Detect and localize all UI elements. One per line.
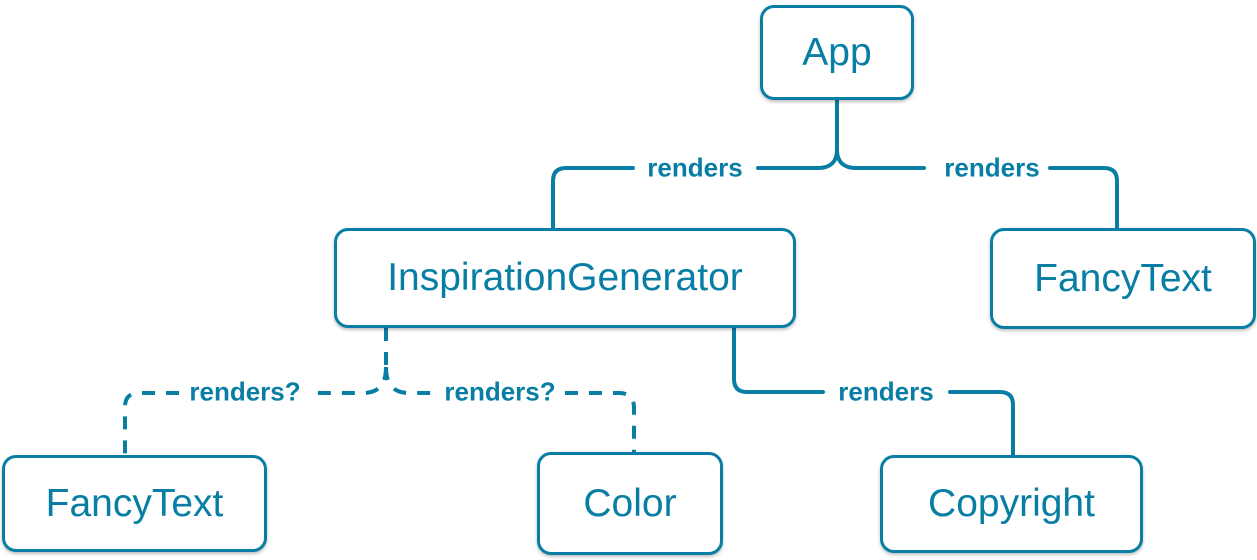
edge-app-fancy-text-drop bbox=[1048, 166, 1119, 230]
edge-app-fancy-text-right bbox=[835, 148, 926, 170]
node-fancy-text-top: FancyText bbox=[990, 228, 1256, 329]
node-app: App bbox=[760, 5, 914, 100]
node-copyright: Copyright bbox=[880, 455, 1143, 553]
edge-label-inspiration-generator-color: renders? bbox=[444, 376, 556, 407]
node-copyright-label: Copyright bbox=[928, 482, 1095, 525]
node-app-label: App bbox=[802, 30, 872, 74]
edge-conditional-color-drop bbox=[565, 391, 636, 452]
edge-conditional-fork-left bbox=[316, 366, 388, 395]
edge-app-inspiration-generator-left bbox=[756, 148, 839, 170]
node-color-label: Color bbox=[583, 481, 677, 525]
edge-label-app-inspiration-generator: renders bbox=[647, 152, 743, 183]
edge-label-inspiration-generator-fancy-text: renders? bbox=[189, 376, 301, 407]
edge-conditional-fancy-text-drop bbox=[123, 391, 179, 455]
edge-conditional-fork-right bbox=[384, 366, 435, 395]
edge-inspiration-generator-copyright-out bbox=[732, 326, 825, 394]
node-color: Color bbox=[537, 452, 723, 555]
node-inspiration-generator: InspirationGenerator bbox=[334, 228, 796, 328]
edge-label-inspiration-generator-copyright: renders bbox=[838, 376, 934, 407]
node-fancy-text-bottom: FancyText bbox=[2, 455, 267, 552]
node-fancy-text-bottom-label: FancyText bbox=[45, 481, 224, 525]
node-fancy-text-top-label: FancyText bbox=[1034, 256, 1212, 300]
edge-inspiration-generator-copyright-drop bbox=[948, 390, 1015, 457]
node-inspiration-generator-label: InspirationGenerator bbox=[387, 256, 743, 299]
edge-label-app-fancy-text: renders bbox=[944, 152, 1040, 183]
edge-app-inspiration-generator-drop bbox=[551, 166, 635, 230]
